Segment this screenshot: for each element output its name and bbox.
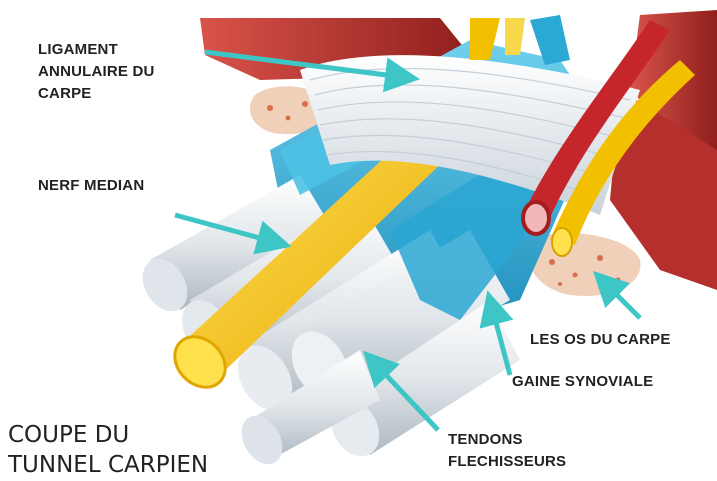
label-ligament-line-1: LIGAMENT <box>38 39 155 61</box>
label-flexor-tendons: TENDONS FLECHISSEURS <box>448 429 566 473</box>
label-tendons-line-1: TENDONS <box>448 429 566 451</box>
label-ligament-line-3: CARPE <box>38 83 155 105</box>
label-carpal-bones: LES OS DU CARPE <box>530 329 671 351</box>
label-synovial-sheath: GAINE SYNOVIALE <box>512 371 653 393</box>
label-ligament: LIGAMENT ANNULAIRE DU CARPE <box>38 39 155 105</box>
label-median-nerve: NERF MEDIAN <box>38 175 144 197</box>
diagram-title-line-2: TUNNEL CARPIEN <box>8 450 208 480</box>
label-tendons-line-2: FLECHISSEURS <box>448 451 566 473</box>
diagram-title: COUPE DU TUNNEL CARPIEN <box>8 420 208 480</box>
label-ligament-line-2: ANNULAIRE DU <box>38 61 155 83</box>
diagram-title-line-1: COUPE DU <box>8 420 208 450</box>
